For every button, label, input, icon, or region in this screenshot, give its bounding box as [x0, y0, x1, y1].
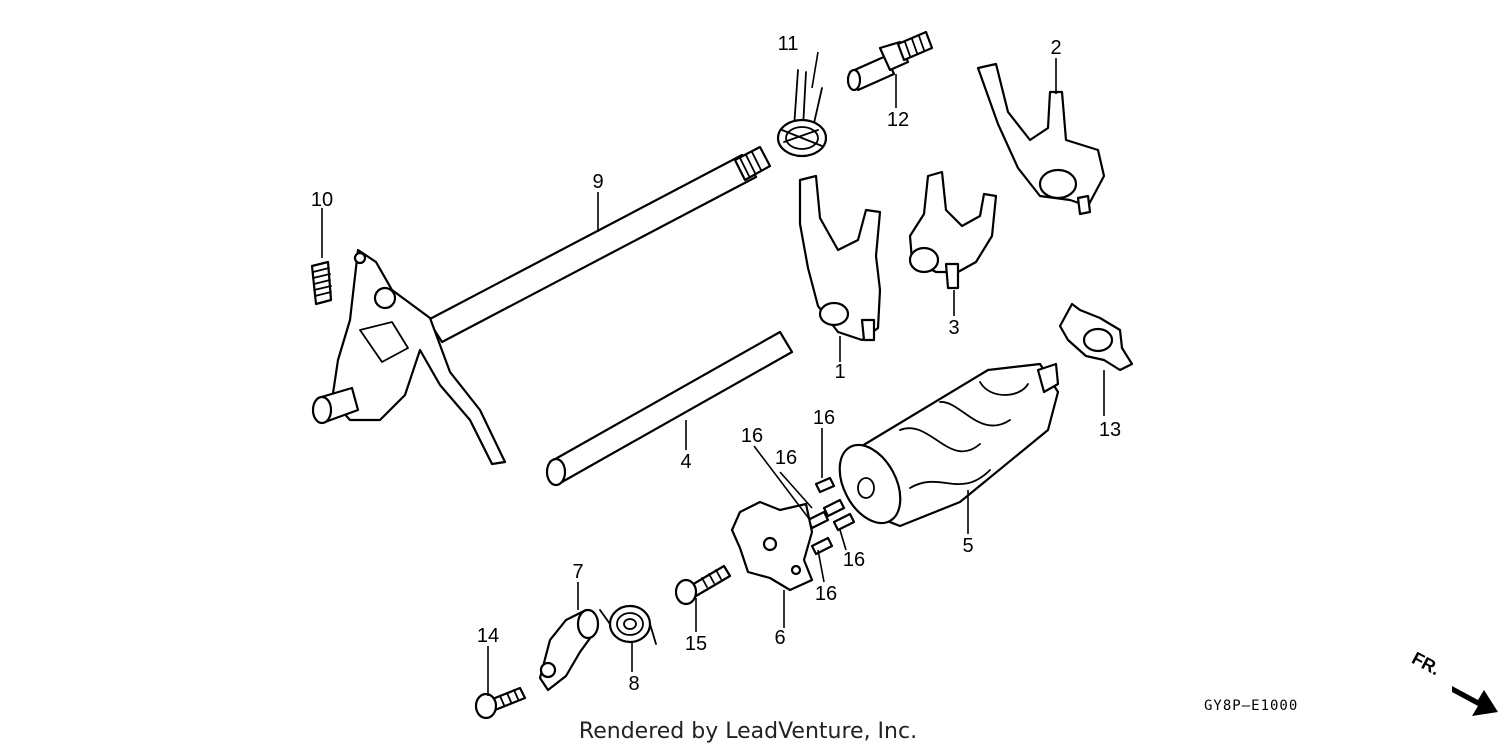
part-10-spring[interactable] [310, 260, 333, 306]
front-direction-label: FR. [1409, 648, 1444, 679]
callout-14: 14 [477, 625, 499, 647]
callout-3: 3 [948, 317, 959, 339]
callout-10: 10 [311, 189, 333, 211]
callout-16-right: 16 [843, 549, 865, 571]
callout-8: 8 [628, 673, 639, 695]
direction-arrow-icon [1452, 686, 1498, 716]
callout-12: 12 [887, 109, 909, 131]
callout-leader-lines [321, 51, 1105, 696]
part-15-bolt[interactable] [674, 564, 732, 606]
callout-15: 15 [685, 633, 707, 655]
callout-16-mid: 16 [775, 447, 797, 469]
callout-16-top: 16 [813, 407, 835, 429]
callout-5: 5 [962, 535, 973, 557]
callout-11: 11 [778, 33, 799, 55]
callout-9: 9 [592, 171, 603, 193]
callout-labels: 11 12 2 9 10 1 3 13 4 5 6 7 8 15 14 16 1… [311, 33, 1121, 695]
part-5-shift-drum[interactable] [827, 362, 1060, 533]
part-2-shift-fork[interactable] [976, 62, 1106, 216]
part-4-shift-fork-shaft[interactable] [545, 330, 794, 487]
render-credit: Rendered by LeadVenture, Inc. [579, 719, 917, 744]
part-3-shift-fork[interactable] [908, 170, 998, 290]
callout-4: 4 [680, 451, 691, 473]
callout-13: 13 [1099, 419, 1121, 441]
part-11-return-spring[interactable] [776, 69, 828, 158]
part-12-stud-bolt[interactable] [846, 30, 934, 92]
callout-6: 6 [774, 627, 785, 649]
part-7-stopper-arm[interactable] [538, 608, 600, 692]
callout-16-bottom: 16 [815, 583, 837, 605]
callout-7: 7 [572, 561, 583, 583]
front-direction-indicator: FR. [1409, 648, 1498, 716]
callout-2: 2 [1050, 37, 1061, 59]
part-8-stopper-spring[interactable] [599, 604, 657, 645]
diagram-code: GY8P—E1000 [1204, 698, 1298, 714]
part-9-gearshift-spindle[interactable] [311, 145, 772, 466]
callout-16-left: 16 [741, 425, 763, 447]
part-1-shift-fork[interactable] [798, 174, 882, 342]
part-14-bolt[interactable] [474, 686, 527, 720]
part-6-drum-center[interactable] [730, 500, 814, 592]
part-13-stopper-plate[interactable] [1058, 302, 1134, 372]
callout-1: 1 [834, 361, 845, 383]
